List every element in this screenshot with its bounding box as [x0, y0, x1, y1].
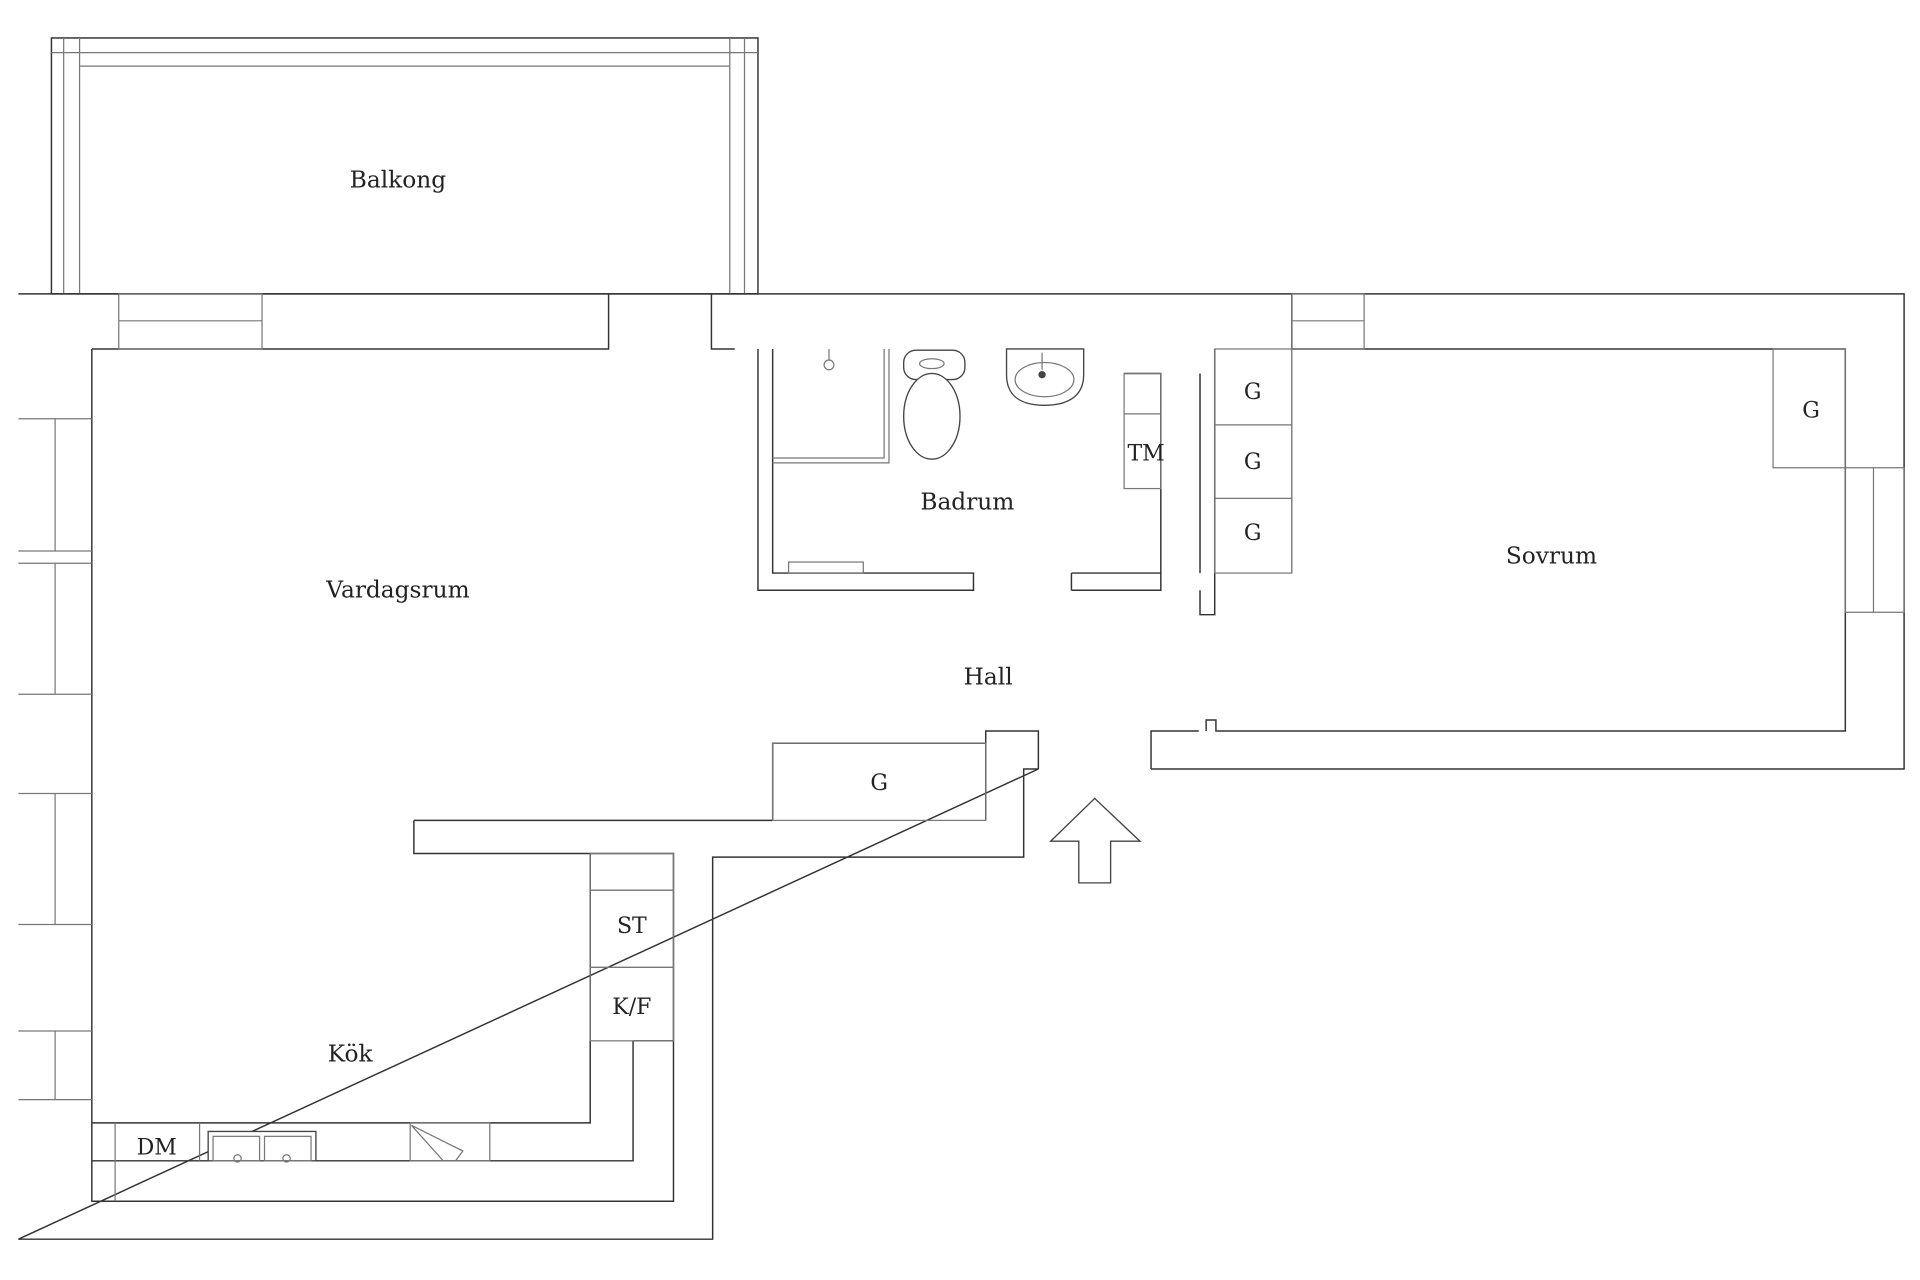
tumble-dryer-label: TM — [1127, 441, 1164, 466]
wardrobe-sovrum — [1772, 348, 1846, 469]
wardrobe-label-hall: G — [870, 771, 888, 796]
left-windows — [18, 418, 92, 1101]
toilet-icon — [903, 349, 966, 460]
room-label-balkong: Balkong — [350, 166, 446, 193]
wardrobe-hall — [772, 742, 987, 822]
dishwasher-label: DM — [137, 1136, 177, 1161]
sink-icon — [1005, 348, 1085, 406]
wardrobe-label-3: G — [1244, 521, 1262, 546]
entrance-arrow-icon — [1048, 797, 1142, 884]
bathroom — [757, 348, 1216, 616]
room-label-sovrum: Sovrum — [1506, 542, 1597, 569]
room-label-hall: Hall — [964, 663, 1013, 690]
kitchen-sink-icon — [207, 1130, 317, 1163]
top-windows — [118, 293, 1365, 350]
kitchen-fixtures — [114, 852, 675, 1202]
stove-label: ST — [617, 914, 647, 939]
room-label-vardagsrum: Vardagsrum — [325, 577, 469, 604]
wardrobe-label-sovrum: G — [1802, 399, 1820, 424]
wardrobe-label-1: G — [1244, 380, 1262, 405]
room-label-badrum: Badrum — [920, 488, 1014, 515]
outer-wall — [18, 293, 1905, 1240]
wardrobe-column — [1214, 348, 1293, 574]
fridge-freezer-label: K/F — [612, 995, 651, 1020]
wardrobe-label-2: G — [1244, 450, 1262, 475]
right-window — [1844, 467, 1905, 613]
room-label-kok: Kök — [328, 1041, 374, 1068]
